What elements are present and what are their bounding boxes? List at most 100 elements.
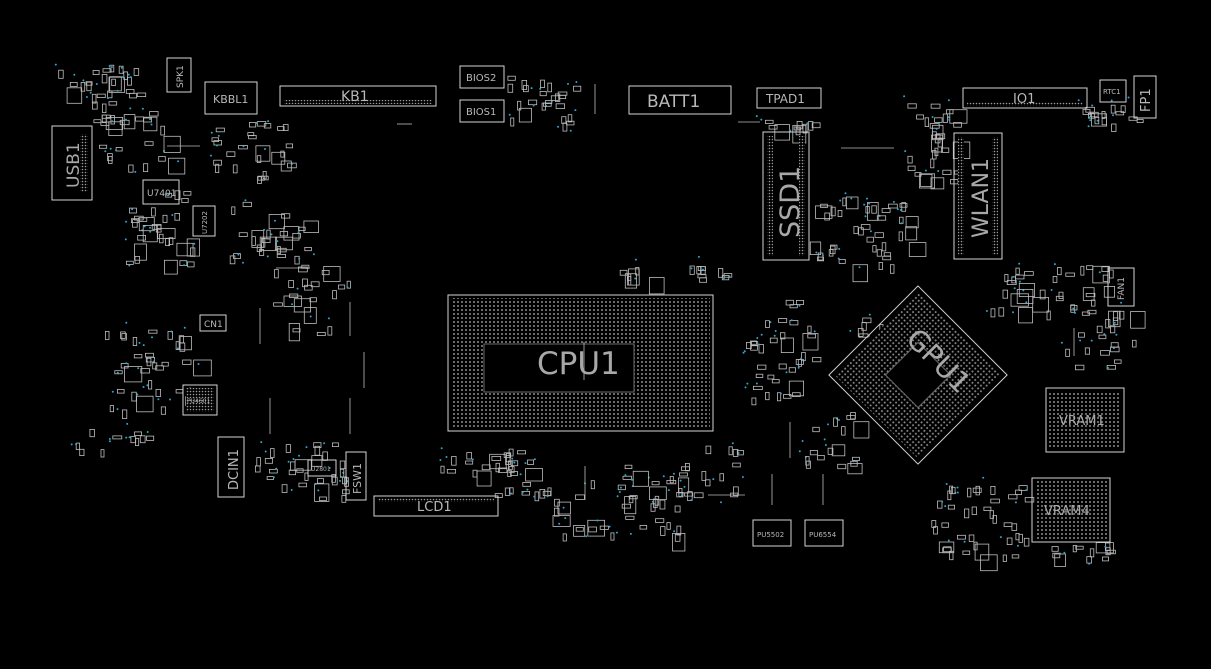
passive-component — [238, 144, 248, 150]
component-spk1[interactable]: SPK1 — [166, 57, 192, 93]
passive-component — [1046, 310, 1051, 321]
passive-component — [625, 515, 635, 520]
via — [945, 483, 948, 485]
passive-component — [1057, 267, 1062, 276]
connector-usb1[interactable]: USB1 — [51, 125, 93, 201]
component-kbbl1[interactable]: KBBL1 — [204, 81, 258, 115]
connector-cn1[interactable]: CN1 — [199, 314, 227, 332]
passive-component — [190, 247, 196, 257]
passive-component — [321, 269, 330, 276]
passive-component — [1070, 304, 1078, 311]
connector-fan1[interactable]: FAN1 — [1107, 267, 1135, 307]
chip-pu4601[interactable]: PU4601 — [182, 384, 218, 416]
passive-component — [1111, 123, 1117, 132]
passive-component — [465, 460, 474, 465]
passive-component — [867, 202, 879, 221]
passive-component — [507, 75, 516, 81]
connector-dcin1[interactable]: DCIN1 — [217, 436, 245, 498]
passive-component — [1011, 554, 1020, 559]
passive-component — [878, 261, 883, 270]
passive-component — [916, 114, 924, 120]
via — [111, 120, 114, 123]
via — [116, 371, 119, 374]
chip-u2801[interactable]: U2801 — [307, 459, 337, 477]
passive-component — [853, 421, 870, 439]
via — [838, 247, 841, 250]
via — [1103, 333, 1106, 336]
chip-bios2[interactable]: BIOS2 — [459, 65, 505, 89]
via — [755, 382, 758, 385]
via — [171, 214, 174, 216]
passive-component — [108, 101, 118, 106]
connector-batt1[interactable]: BATT1 — [628, 85, 732, 115]
passive-component — [555, 103, 565, 109]
passive-component — [1130, 311, 1146, 329]
via — [999, 536, 1002, 539]
via — [800, 357, 803, 360]
connector-tpad1[interactable]: TPAD1 — [756, 87, 822, 109]
passive-component — [504, 487, 511, 496]
connector-kb1[interactable]: KB1 — [279, 85, 437, 107]
chip-vram1[interactable]: VRAM1 — [1045, 387, 1125, 453]
chip-u7401[interactable]: U7401 — [142, 179, 180, 205]
via — [264, 450, 267, 453]
via — [1110, 99, 1113, 102]
via — [1072, 307, 1075, 310]
passive-component — [653, 498, 658, 508]
passive-component — [768, 125, 778, 130]
passive-component — [120, 331, 126, 339]
via — [982, 476, 985, 479]
chip-vram4[interactable]: VRAM4 — [1031, 477, 1111, 543]
passive-component — [160, 125, 166, 136]
chip-gpu1[interactable]: GPU1 — [828, 285, 1008, 465]
connector-lcd1[interactable]: LCD1 — [373, 495, 499, 517]
connector-ssd1[interactable]: SSD1 — [762, 131, 810, 261]
component-rtc1[interactable]: RTC1 — [1099, 79, 1127, 103]
passive-component — [257, 175, 265, 181]
passive-component — [102, 68, 112, 73]
passive-component — [1089, 548, 1095, 558]
chip-u7202[interactable]: U7202 — [192, 205, 216, 237]
passive-component — [964, 508, 970, 519]
connector-fp1[interactable]: FP1 — [1133, 75, 1157, 119]
via — [106, 97, 109, 100]
passive-component — [649, 277, 665, 295]
passive-component — [136, 395, 154, 413]
passive-component — [298, 482, 307, 488]
label-batt1: BATT1 — [647, 92, 700, 112]
chip-pu5502[interactable]: PU5502 — [752, 519, 792, 547]
via — [511, 457, 514, 460]
via — [904, 150, 907, 153]
passive-component — [788, 380, 804, 397]
connector-wlan1[interactable]: WLAN1 — [953, 132, 1003, 260]
passive-component — [758, 344, 764, 354]
via — [924, 169, 927, 172]
via — [838, 418, 840, 421]
via — [937, 122, 940, 125]
via — [125, 220, 127, 223]
chip-bios1[interactable]: BIOS1 — [459, 99, 505, 123]
via — [532, 104, 535, 107]
passive-component — [736, 449, 744, 456]
passive-component — [1091, 113, 1108, 127]
passive-component — [697, 274, 707, 279]
via — [737, 452, 740, 454]
passive-component — [69, 82, 78, 87]
chip-pu6554[interactable]: PU6554 — [804, 519, 844, 547]
passive-component — [158, 156, 166, 162]
via — [667, 489, 670, 492]
passive-component — [573, 525, 586, 537]
passive-component — [136, 92, 147, 97]
via — [275, 467, 278, 470]
component-fsw1[interactable]: FSW1 — [345, 451, 367, 501]
passive-component — [567, 114, 573, 123]
connector-io1[interactable]: IO1 — [962, 87, 1088, 109]
via — [1018, 262, 1021, 265]
passive-component — [941, 522, 949, 528]
chip-cpu1[interactable]: CPU1 — [447, 294, 714, 432]
passive-component — [115, 147, 123, 152]
passive-component — [990, 485, 996, 495]
passive-component — [293, 298, 311, 313]
passive-component — [100, 121, 110, 126]
via — [264, 148, 266, 150]
